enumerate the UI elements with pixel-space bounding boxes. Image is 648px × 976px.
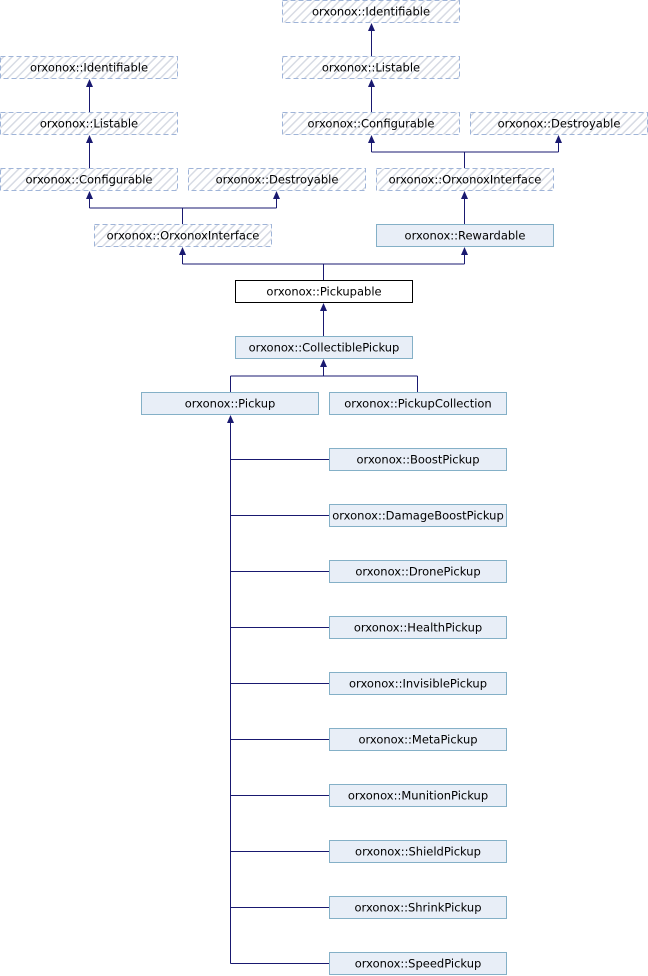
arrowhead-identifiable-right	[368, 23, 375, 31]
class-box-listable-left[interactable]	[0, 112, 178, 135]
class-box-configurable-left[interactable]	[0, 168, 178, 191]
arrowhead-pickupable	[320, 303, 327, 311]
arrowhead-rewardable	[461, 247, 468, 255]
arrowhead-identifiable-left	[86, 79, 93, 87]
class-box-damageboostpickup[interactable]	[329, 504, 507, 527]
class-box-shieldpickup[interactable]	[329, 840, 507, 863]
class-box-munitionpickup[interactable]	[329, 784, 507, 807]
class-box-identifiable-left[interactable]	[0, 56, 178, 79]
class-box-orxonoxinterface-right[interactable]	[376, 168, 554, 191]
class-box-boostpickup[interactable]	[329, 448, 507, 471]
arrowhead-orxonoxinterface-right	[461, 191, 468, 199]
arrowhead-listable-right	[368, 79, 375, 87]
arrowhead-orxonoxinterface-left	[179, 247, 186, 255]
arrowhead-collectiblepickup	[320, 359, 327, 367]
class-box-rewardable[interactable]	[376, 224, 554, 247]
arrowhead-destroyable-right	[555, 135, 562, 143]
class-box-metapickup[interactable]	[329, 728, 507, 751]
class-box-configurable-right[interactable]	[282, 112, 460, 135]
arrowhead-configurable-left	[86, 191, 93, 199]
inheritance-edges	[86, 23, 562, 964]
class-box-dronepickup[interactable]	[329, 560, 507, 583]
class-box-destroyable-left[interactable]	[188, 168, 366, 191]
class-box-healthpickup[interactable]	[329, 616, 507, 639]
class-box-pickup[interactable]	[141, 392, 319, 415]
class-box-destroyable-right[interactable]	[470, 112, 648, 135]
class-box-listable-right[interactable]	[282, 56, 460, 79]
class-box-pickupcollection[interactable]	[329, 392, 507, 415]
class-box-orxonoxinterface-left[interactable]	[94, 224, 272, 247]
class-box-collectiblepickup[interactable]	[235, 336, 413, 359]
class-box-identifiable-right[interactable]	[282, 0, 460, 23]
class-box-shrinkpickup[interactable]	[329, 896, 507, 919]
arrowhead-destroyable-left	[273, 191, 280, 199]
class-box-invisiblepickup[interactable]	[329, 672, 507, 695]
arrowhead-configurable-right	[368, 135, 375, 143]
class-box-speedpickup[interactable]	[329, 952, 507, 975]
class-box-pickupable[interactable]	[235, 280, 413, 303]
arrowhead-pickup	[227, 415, 234, 423]
arrowhead-listable-left	[86, 135, 93, 143]
